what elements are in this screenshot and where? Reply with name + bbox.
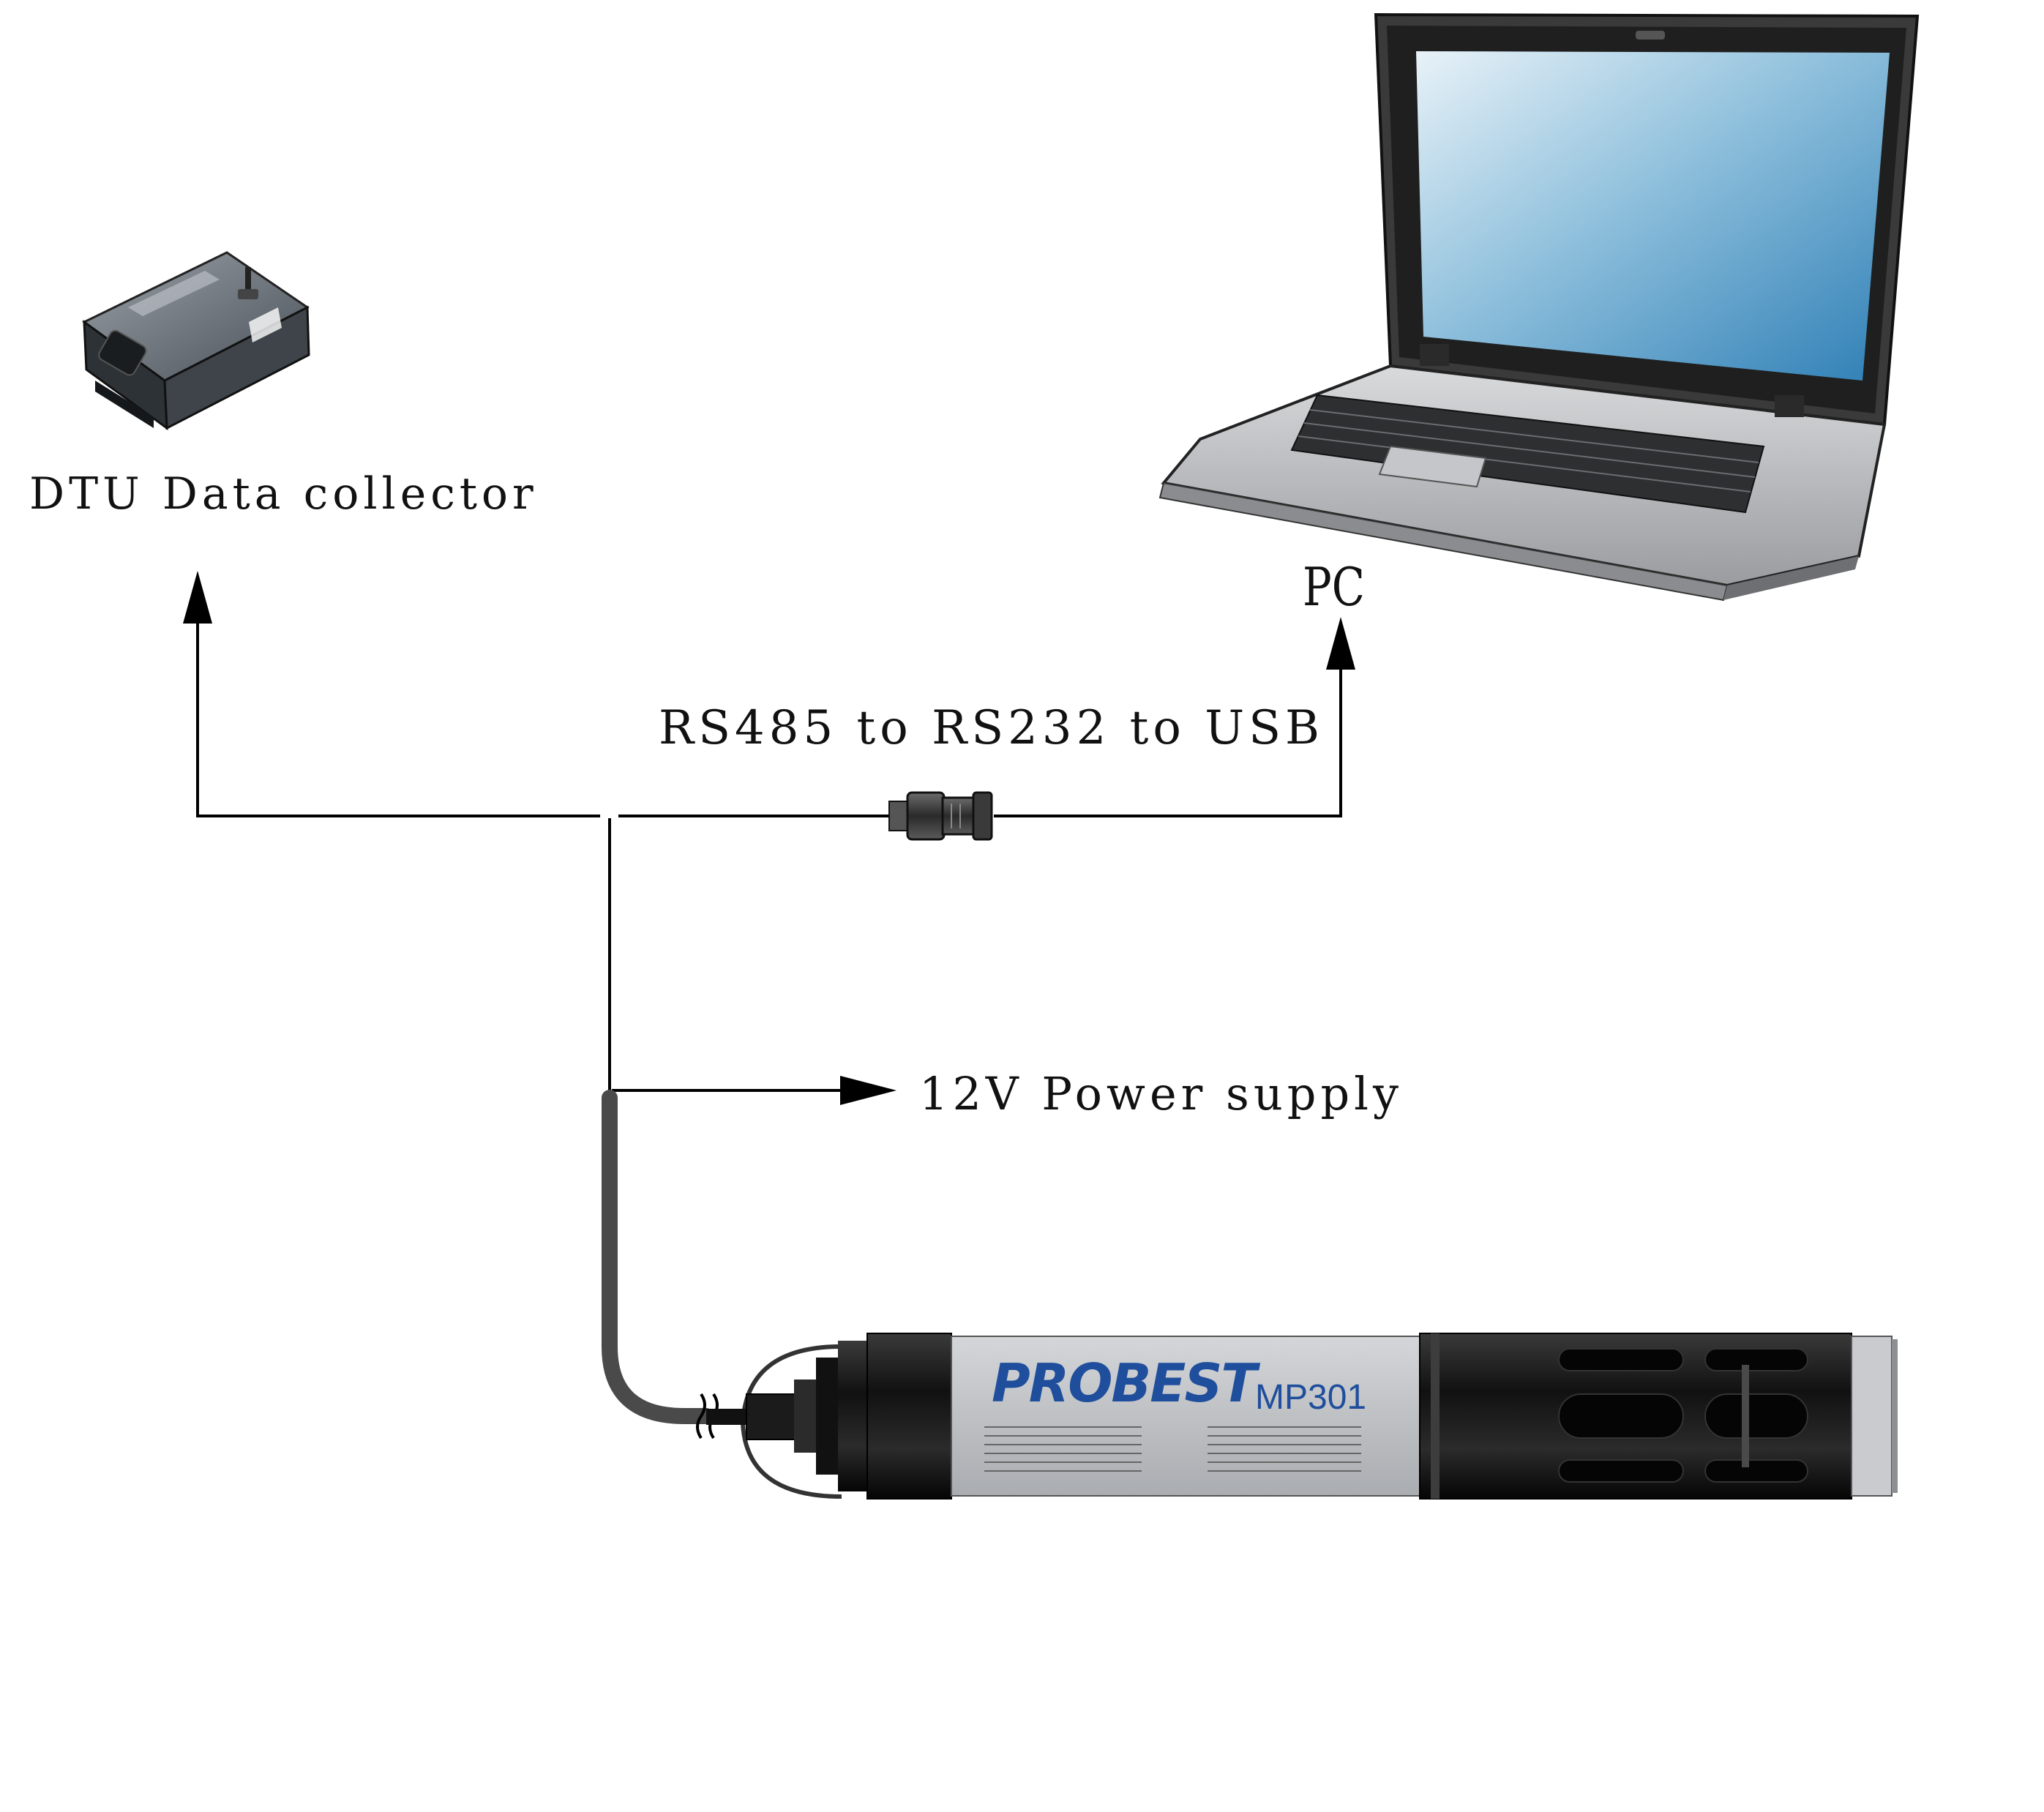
- dtu-device-icon: [82, 251, 310, 431]
- pc-label: PC: [1303, 556, 1365, 618]
- probe-sensor-icon: PROBEST MP301: [706, 1333, 1898, 1500]
- line-to-power: [612, 1089, 849, 1092]
- serial-adapter-icon: [888, 791, 993, 841]
- line-to-dtu: [196, 618, 600, 817]
- connection-lines: [196, 618, 1342, 1098]
- arrow-right-power: [840, 1076, 896, 1105]
- probe-brand: PROBEST: [992, 1352, 1260, 1414]
- laptop-icon: [1158, 12, 1920, 602]
- power-label: 12V Power supply: [919, 1067, 1403, 1120]
- dtu-label: DTU Data collector: [29, 468, 538, 520]
- line-to-pc: [994, 662, 1342, 817]
- arrowheads: [183, 571, 1355, 1105]
- probe-model: MP301: [1255, 1378, 1366, 1417]
- probe-cable: [602, 1090, 714, 1424]
- arrow-up-dtu: [183, 571, 212, 624]
- converter-label: RS485 to RS232 to USB: [659, 701, 1325, 755]
- arrow-up-pc: [1326, 617, 1355, 670]
